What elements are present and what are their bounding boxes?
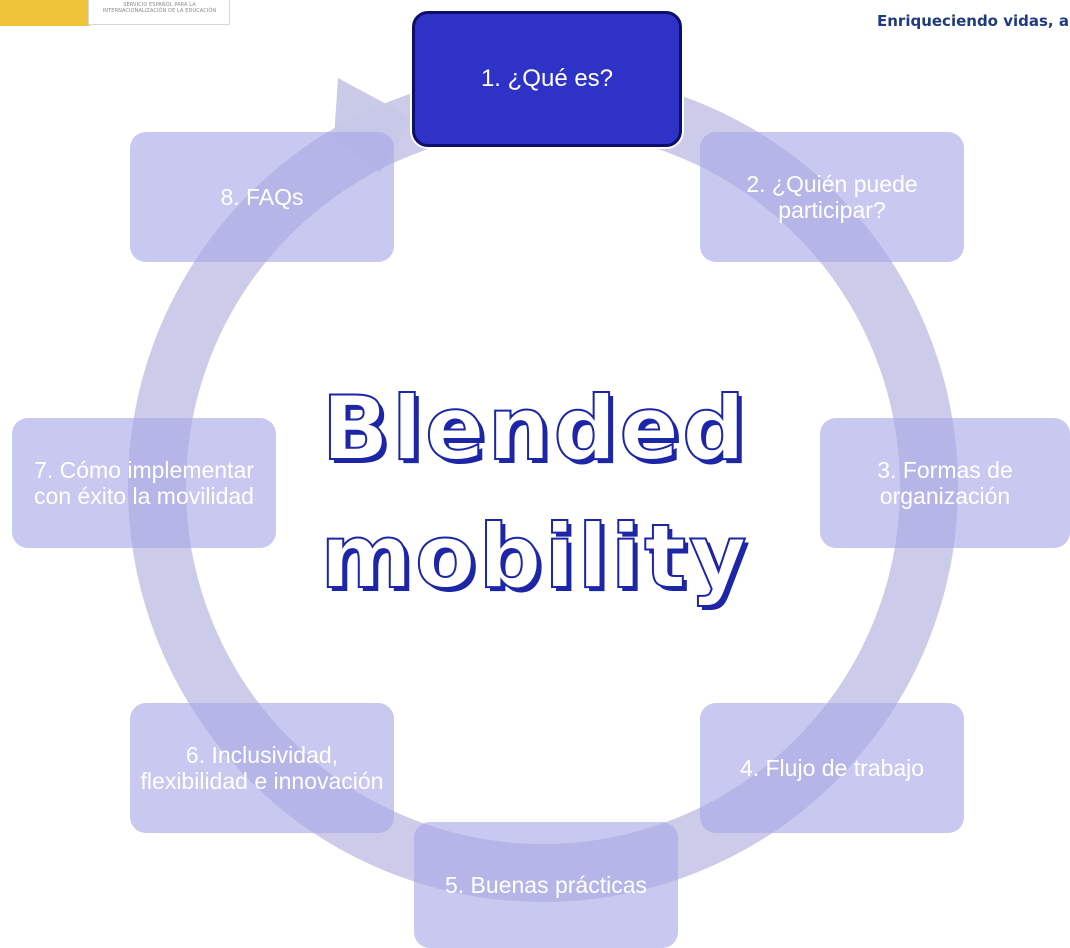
logo-text: SERVICIO ESPAÑOL PARA LA INTERNACIONALIZ… <box>102 2 217 14</box>
logo-flag <box>0 0 90 26</box>
node-faqs[interactable]: 8. FAQs <box>130 132 394 262</box>
center-title: Blended mobility <box>300 365 770 621</box>
node-buenas-practicas[interactable]: 5. Buenas prácticas <box>414 822 678 948</box>
node-flujo-de-trabajo[interactable]: 4. Flujo de trabajo <box>700 703 964 833</box>
node-que-es[interactable]: 1. ¿Qué es? <box>412 11 682 147</box>
node-como-implementar[interactable]: 7. Cómo implementar con éxito la movilid… <box>12 418 276 548</box>
node-formas-de-organizacion[interactable]: 3. Formas de organización <box>820 418 1070 548</box>
slogan: Enriqueciendo vidas, a <box>877 12 1069 30</box>
node-quien-puede-participar[interactable]: 2. ¿Quién puede participar? <box>700 132 964 262</box>
logo-frame <box>88 0 230 25</box>
center-title-line2: mobility <box>319 504 750 609</box>
node-inclusividad[interactable]: 6. Inclusividad, flexibilidad e innovaci… <box>130 703 394 833</box>
center-title-line1: Blended <box>321 376 749 481</box>
